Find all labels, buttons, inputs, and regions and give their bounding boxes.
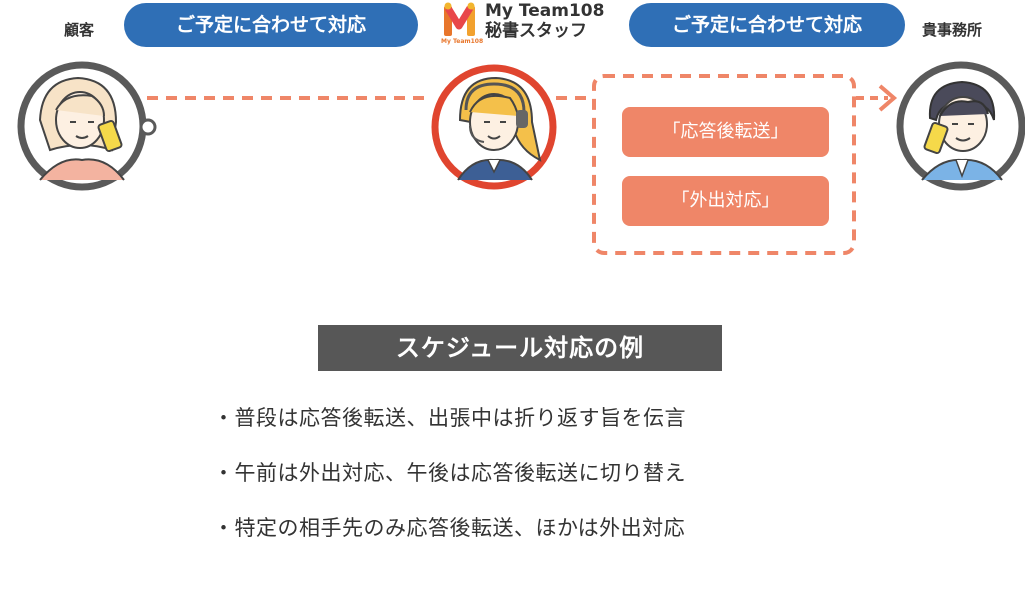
logo-line1: My Team108: [485, 1, 605, 21]
schedule-pill-left: ご予定に合わせて対応: [124, 3, 418, 47]
logo-small-text: My Team108: [441, 38, 484, 45]
flow-diagram: [17, 61, 1025, 255]
office-label: 貴事務所: [922, 21, 983, 39]
example-bullet-1: ・普段は応答後転送、出張中は折り返す旨を伝言: [213, 406, 686, 430]
myteam-logo: My Team108: [441, 2, 483, 48]
myteam-logo-icon: [444, 2, 475, 36]
dashed-options-box: [592, 74, 856, 255]
example-bullet-3: ・特定の相手先のみ応答後転送、ほかは外出対応: [213, 516, 686, 540]
logo-line2: 秘書スタッフ: [485, 21, 587, 41]
schedule-example-heading: スケジュール対応の例: [318, 325, 722, 371]
customer-avatar-icon: [17, 61, 157, 191]
arrow-head-icon: [878, 84, 898, 112]
secretary-avatar-icon: [431, 64, 557, 190]
office-avatar-icon: [896, 61, 1025, 191]
example-bullet-2: ・午前は外出対応、午後は応答後転送に切り替え: [213, 461, 686, 485]
forward-after-answer-option: 「応答後転送」: [622, 107, 829, 157]
schedule-pill-right: ご予定に合わせて対応: [629, 3, 905, 47]
out-of-office-option: 「外出対応」: [622, 176, 829, 226]
customer-label: 顧客: [64, 21, 95, 39]
